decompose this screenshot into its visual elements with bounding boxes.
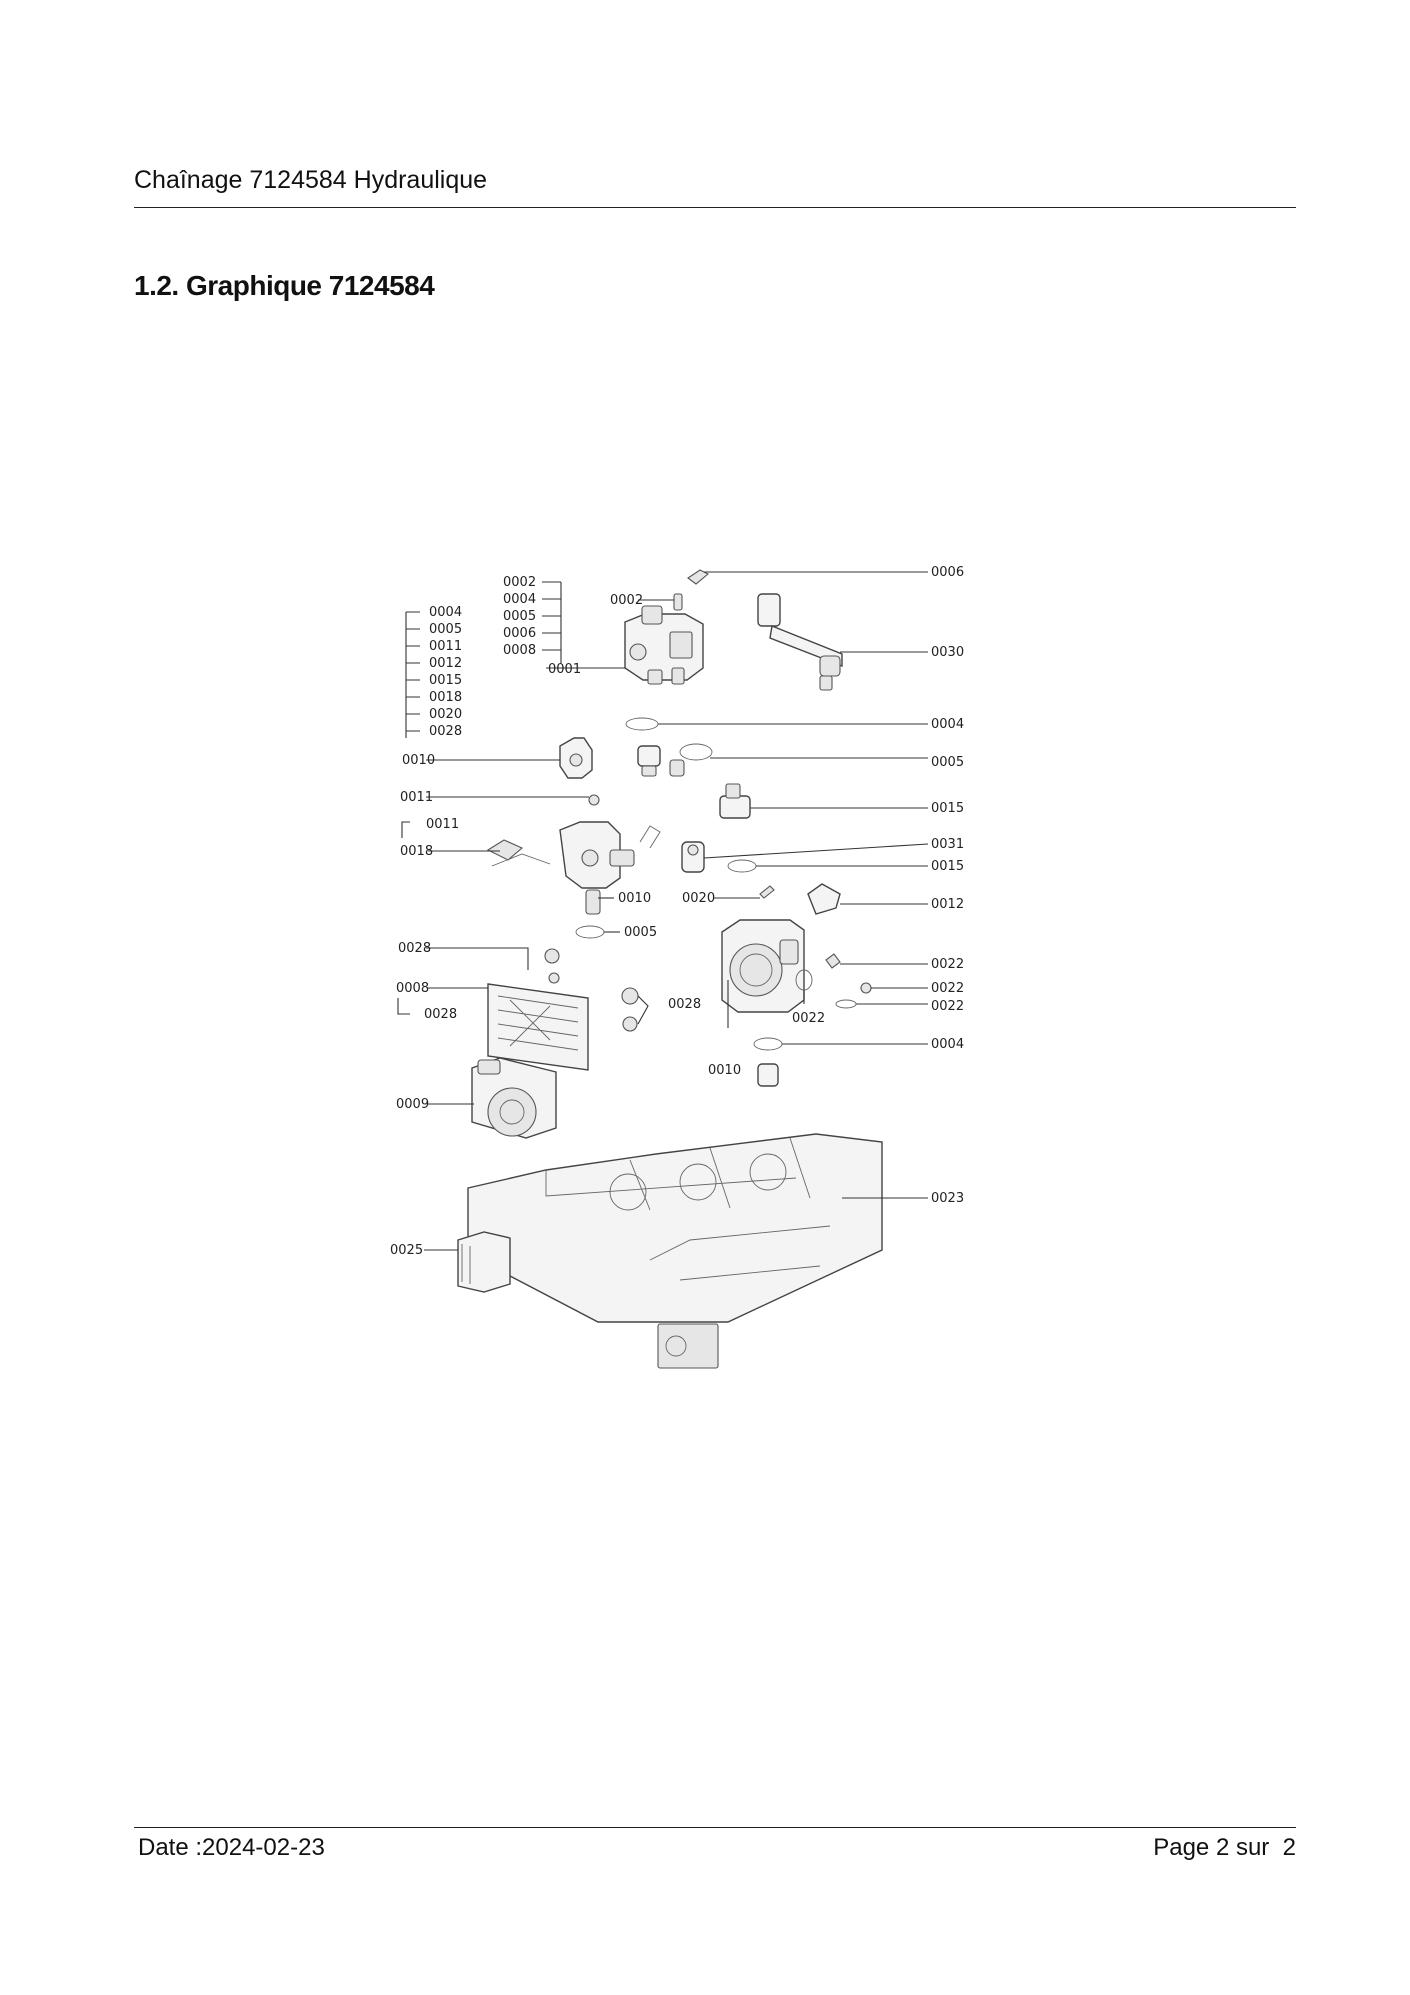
callout-0008: 0008 [396,981,429,996]
callout-0012: 0012 [931,897,964,912]
clip-set-part [795,953,872,1009]
o-ring-part [625,717,659,731]
left-valve-part [559,737,593,779]
callout-0023: 0023 [931,1191,964,1206]
plug-b-part [621,987,639,1032]
callout-0015b: 0015 [931,859,964,874]
o-ring-b-part [753,1037,783,1051]
page-total: 2 [1282,1834,1296,1861]
callout-left-group-1: 0005 [429,622,462,637]
exploded-parts-diagram: 0004 0005 0011 0012 0015 0018 0020 0028 … [380,560,980,1400]
spring-clip-part [639,825,661,849]
callout-0010b: 0010 [618,891,651,906]
callout-0028c: 0028 [668,997,701,1012]
callout-left-group-4: 0015 [429,673,462,688]
callout-0022b: 0022 [931,981,964,996]
callout-left-group-2: 0011 [429,639,462,654]
boiler-chassis-part [467,1133,883,1369]
pin-part [759,885,775,899]
callout-left-group-3: 0012 [429,656,462,671]
callout-0001: 0001 [548,662,581,677]
electronic-box-part [457,1231,511,1293]
fitting-part [637,745,685,777]
pump-housing-part [721,919,805,1013]
top-bracket-group: 0002 0004 0005 0006 0008 [503,575,562,663]
callout-0031: 0031 [931,837,964,852]
header-divider [134,207,1296,208]
bypass-pipe-part [757,593,843,691]
washer-b-part [575,925,605,939]
parts-diagram-svg: 0004 0005 0011 0012 0015 0018 0020 0028 … [390,565,964,1369]
callout-0010a: 0010 [402,753,435,768]
callout-0030: 0030 [931,645,964,660]
fitting-b-part [757,1063,779,1087]
callout-0018: 0018 [400,844,433,859]
footer-page-number: Page 2 sur 2 [1153,1834,1296,1862]
plug-part [544,948,560,984]
callout-0022a: 0022 [931,957,964,972]
valve-body-part [624,605,704,685]
callout-0004a: 0004 [931,717,964,732]
callout-0022c: 0022 [931,999,964,1014]
callout-0020: 0020 [682,891,715,906]
heat-exchanger-part [487,983,589,1071]
callout-0028a: 0028 [398,941,431,956]
section-title: 1.2. Graphique 7124584 [134,270,435,301]
temperature-sensor-part [807,883,841,915]
callout-left-group-5: 0018 [429,690,462,705]
callout-0005b: 0005 [624,925,657,940]
callout-top-group-2: 0005 [503,609,536,624]
callout-0006: 0006 [931,565,964,580]
footer-divider [134,1827,1296,1828]
clip-part [588,794,600,806]
callout-left-group-0: 0004 [429,605,462,620]
callout-0005a: 0005 [931,755,964,770]
callout-0028b: 0028 [424,1007,457,1022]
flow-sensor-part [719,783,751,819]
manifold-part [559,821,635,915]
callout-0009: 0009 [396,1097,429,1112]
callout-left-group-6: 0020 [429,707,462,722]
callout-top-group-1: 0004 [503,592,536,607]
cartridge-part [681,841,705,873]
callout-top-group-3: 0006 [503,626,536,641]
washer-part [679,743,713,761]
callout-0002b: 0002 [610,593,643,608]
seal-ring-part [727,859,757,873]
mounting-bracket-part [486,839,551,867]
callout-0010c: 0010 [708,1063,741,1078]
footer-date: Date :2024-02-23 [138,1834,325,1861]
callout-top-group-0: 0002 [503,575,536,590]
callout-top-group-4: 0008 [503,643,536,658]
callout-0011a: 0011 [400,790,433,805]
callout-0022d: 0022 [792,1011,825,1026]
callout-0011b: 0011 [426,817,459,832]
callout-0004b: 0004 [931,1037,964,1052]
page-label: Page 2 sur [1153,1834,1270,1861]
callout-0015a: 0015 [931,801,964,816]
callout-0025: 0025 [390,1243,423,1258]
left-bracket-group: 0004 0005 0011 0012 0015 0018 0020 0028 [405,605,462,739]
circulator-pump-part [471,1057,557,1139]
document-header-title: Chaînage 7124584 Hydraulique [134,166,488,194]
screw-part [673,569,709,611]
callout-left-group-7: 0028 [429,724,462,739]
